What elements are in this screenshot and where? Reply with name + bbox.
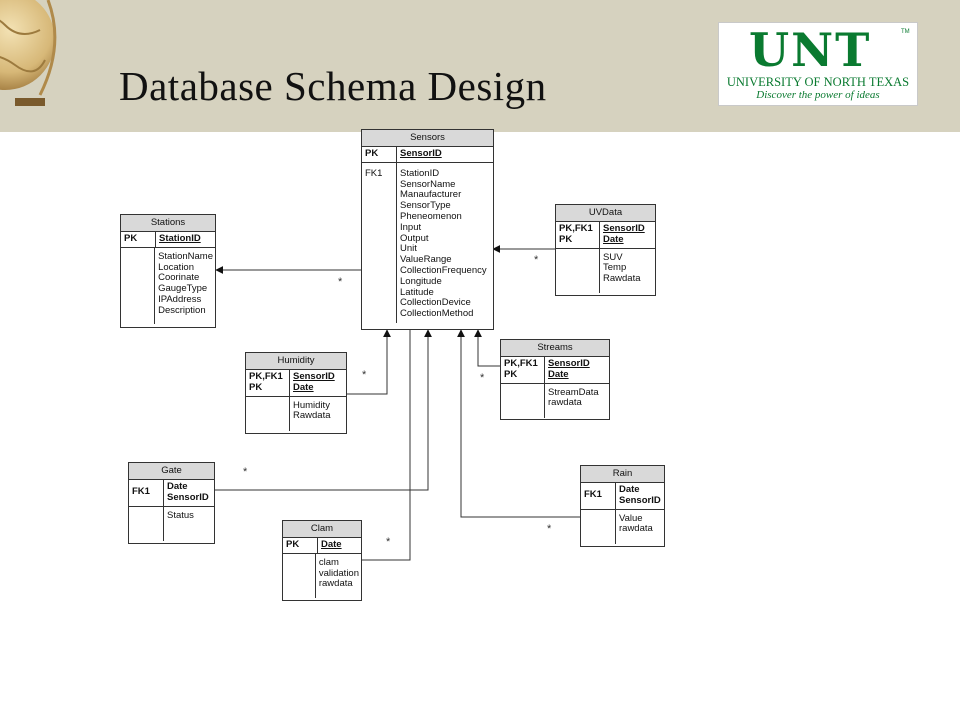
key-label: PK — [362, 147, 397, 162]
key-label: PK — [283, 538, 318, 553]
field: Pheneomenon — [400, 210, 462, 222]
key-field: SensorID — [548, 358, 590, 369]
key-field: SensorID — [603, 223, 645, 234]
field: Rawdata — [603, 273, 641, 285]
cardinality-marker: * — [547, 523, 552, 535]
field: CollectionFrequency — [400, 264, 487, 276]
field: Latitude — [400, 286, 434, 298]
cardinality-marker: * — [362, 369, 367, 381]
field: StreamData — [548, 386, 599, 398]
entity-streams: Streams PK,FK1 PK SensorID Date StreamDa… — [500, 339, 610, 420]
entity-name: Streams — [501, 340, 609, 357]
entity-name: Rain — [581, 466, 664, 483]
line-clam-sensors — [360, 319, 414, 561]
key-label: FK1 — [365, 167, 383, 179]
entity-name: Clam — [283, 521, 361, 538]
field: IPAddress — [158, 293, 202, 305]
key-field: SensorID — [293, 371, 335, 382]
line-rain-sensors — [457, 329, 580, 518]
entity-name: Sensors — [362, 130, 493, 147]
cardinality-marker: * — [480, 372, 485, 384]
entity-rain: Rain FK1 Date SensorID Value rawdata — [580, 465, 665, 547]
key-label: PK — [504, 368, 518, 380]
logo-university-name: UNIVERSITY OF NORTH TEXAS — [726, 75, 910, 89]
slide-title: Database Schema Design — [119, 63, 547, 109]
key-label: PK,FK1 — [249, 371, 283, 382]
field: rawdata — [318, 578, 353, 590]
field: CollectionMethod — [400, 308, 474, 320]
field: Location — [158, 261, 194, 273]
field: StationID — [400, 167, 440, 179]
field: SensorType — [400, 200, 451, 212]
field: rawdata — [548, 397, 582, 409]
field: StationName — [158, 250, 213, 262]
field: SensorName — [400, 178, 456, 190]
field: Status — [167, 509, 194, 521]
entity-name: Gate — [129, 463, 214, 480]
cardinality-marker: * — [386, 536, 391, 548]
cardinality-marker: * — [338, 276, 343, 288]
unt-logo: UNT TM UNIVERSITY OF NORTH TEXAS Discove… — [718, 22, 918, 106]
field: rawdata — [619, 523, 653, 535]
field: ValueRange — [400, 254, 452, 266]
primary-key-field: Date — [321, 539, 342, 550]
logo-tagline: Discover the power of ideas — [756, 89, 880, 101]
field: GaugeType — [158, 283, 208, 295]
key-label: PK,FK1 — [559, 223, 593, 234]
key-field: Date — [548, 368, 569, 380]
field: Output — [400, 232, 429, 244]
key-label: PK — [559, 233, 573, 245]
entity-gate: Gate FK1 Date SensorID Status — [128, 462, 215, 544]
field: Description — [158, 304, 206, 316]
entity-name: Stations — [121, 215, 215, 232]
field: Humidity — [293, 399, 330, 411]
line-gate-sensors — [213, 329, 432, 491]
field: CollectionDevice — [400, 297, 471, 309]
key-field: SensorID — [167, 491, 209, 503]
field: clam — [318, 556, 339, 568]
cardinality-marker: * — [534, 254, 539, 266]
globe-icon — [0, 0, 57, 106]
line-streams-sensors — [474, 329, 500, 367]
field: validation — [318, 567, 359, 579]
key-label: FK1 — [132, 486, 150, 498]
line-humidity-sensors — [345, 329, 391, 395]
field: Input — [400, 221, 422, 233]
primary-key-field: StationID — [159, 233, 201, 244]
entity-clam: Clam PK Date clam validation rawdata — [282, 520, 362, 601]
key-field: Date — [167, 481, 188, 492]
field: SUV — [603, 251, 623, 263]
key-label: PK — [249, 381, 263, 393]
key-label: PK,FK1 — [504, 358, 538, 369]
key-label: PK — [121, 232, 156, 247]
field: Temp — [603, 262, 627, 274]
field: Value — [619, 512, 643, 524]
primary-key-field: SensorID — [400, 148, 442, 159]
field: Rawdata — [293, 410, 331, 422]
entity-stations: Stations PK StationID StationName Locati… — [120, 214, 216, 328]
cardinality-marker: * — [243, 466, 248, 478]
entity-humidity: Humidity PK,FK1 PK SensorID Date Humidit… — [245, 352, 347, 434]
key-field: SensorID — [619, 494, 661, 506]
entity-name: Humidity — [246, 353, 346, 370]
key-field: Date — [619, 484, 640, 495]
entity-sensors: Sensors PK SensorID FK1 StationID Sensor… — [361, 129, 494, 330]
key-field: Date — [293, 381, 314, 393]
field: Coorinate — [158, 272, 200, 284]
key-field: Date — [603, 233, 624, 245]
logo-trademark: TM — [901, 29, 910, 35]
entity-name: UVData — [556, 205, 655, 222]
entity-uvdata: UVData PK,FK1 PK SensorID Date SUV Temp … — [555, 204, 656, 296]
field: Manaufacturer — [400, 189, 462, 201]
key-label: FK1 — [584, 489, 602, 501]
logo-letters: UNT — [749, 23, 872, 77]
field: Unit — [400, 243, 417, 255]
field: Longitude — [400, 275, 442, 287]
